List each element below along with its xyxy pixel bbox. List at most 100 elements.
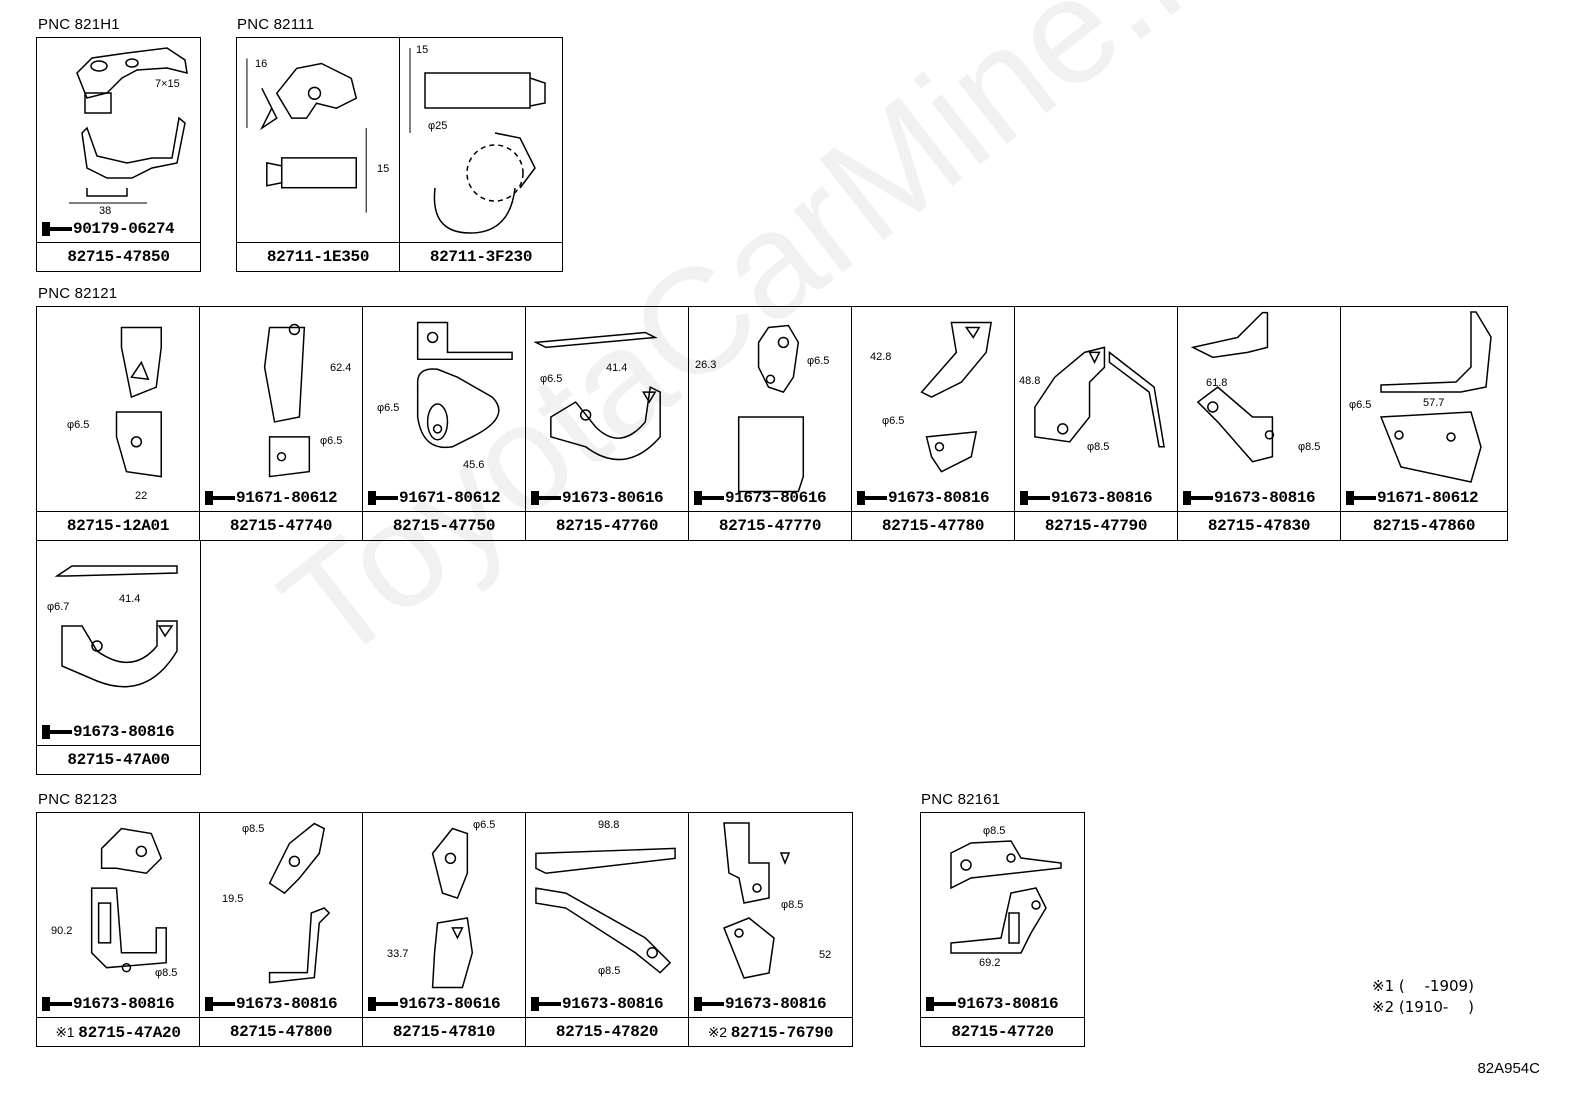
bolt[interactable]: 91673-80816	[204, 993, 338, 1015]
dimension-label: 98.8	[598, 819, 620, 831]
dimension-label: 19.5	[222, 893, 244, 905]
part-illustration	[200, 813, 362, 1018]
part-number[interactable]: 82715-47820	[526, 1017, 688, 1046]
pnc-label: PNC 82161	[921, 791, 1001, 808]
part-cell[interactable]: φ6.5 33.7 91673-80616 82715-47810	[363, 813, 526, 1046]
bolt[interactable]: 91673-80816	[530, 993, 664, 1015]
part-number[interactable]: 82711-1E350	[237, 242, 399, 271]
bolt-icon	[1346, 491, 1376, 505]
bolt[interactable]: 91673-80616	[693, 487, 827, 509]
bolt[interactable]: 91671-80612	[367, 487, 501, 509]
bolt-icon	[42, 222, 72, 236]
part-illustration	[363, 813, 525, 1018]
part-cell[interactable]: φ6.5 45.6 91671-80612 82715-47750	[363, 307, 526, 540]
bolt[interactable]: 91671-80612	[204, 487, 338, 509]
bolt-icon	[368, 997, 398, 1011]
pnc-label: PNC 821H1	[38, 16, 120, 33]
part-cell[interactable]: 42.8 φ6.5 91673-80816 82715-47780	[852, 307, 1015, 540]
part-cell[interactable]: 61.8 φ8.5 91673-80816 82715-47830	[1178, 307, 1341, 540]
part-group: 16 15 82711-1E350 15 φ25 82711-3F230	[236, 37, 563, 272]
bolt[interactable]: 91673-80816	[1019, 487, 1153, 509]
dimension-label: 33.7	[387, 948, 409, 960]
footnote: ※2 (1910- )	[1372, 998, 1474, 1016]
part-cell[interactable]: φ8.5 19.5 91673-80816 82715-47800	[200, 813, 363, 1046]
part-number[interactable]: 82711-3F230	[400, 242, 562, 271]
bolt[interactable]: 91673-80816	[41, 721, 175, 743]
part-number[interactable]: 82715-47720	[921, 1017, 1084, 1046]
part-number[interactable]: 82715-47750	[363, 511, 525, 540]
bolt-icon	[205, 491, 235, 505]
part-cell[interactable]: 16 15 82711-1E350	[237, 38, 400, 271]
part-illustration	[1015, 307, 1177, 512]
bolt-part-number: 91673-80616	[399, 995, 501, 1013]
bolt[interactable]: 91673-80816	[1182, 487, 1316, 509]
part-cell[interactable]: 26.3 φ6.5 91673-80616 82715-47770	[689, 307, 852, 540]
dimension-label: 38	[99, 205, 112, 217]
part-cell[interactable]: φ6.5 41.4 91673-80616 82715-47760	[526, 307, 689, 540]
dimension-label: 26.3	[695, 359, 717, 371]
part-group: φ6.7 41.4 91673-80816 82715-47A00	[36, 540, 201, 775]
part-cell[interactable]: 48.8 φ8.5 91673-80816 82715-47790	[1015, 307, 1178, 540]
part-illustration	[526, 813, 688, 1018]
dimension-label: φ25	[428, 120, 448, 132]
part-number[interactable]: 82715-47860	[1341, 511, 1507, 540]
bolt[interactable]: 91673-80816	[693, 993, 827, 1015]
part-illustration	[37, 813, 199, 1018]
dimension-label: 41.4	[606, 362, 628, 374]
bolt[interactable]: 91671-80612	[1345, 487, 1479, 509]
part-cell[interactable]: φ6.5 57.7 91671-80612 82715-47860	[1341, 307, 1507, 540]
part-cell[interactable]: 98.8 φ8.5 91673-80816 82715-47820	[526, 813, 689, 1046]
pnc-label: PNC 82123	[38, 791, 118, 808]
bolt[interactable]: 90179-06274	[41, 218, 175, 240]
part-number[interactable]: 82715-47850	[37, 242, 200, 271]
dimension-label: 48.8	[1019, 375, 1041, 387]
pnc-label: PNC 82111	[237, 16, 315, 33]
footnote: ※1 ( -1909)	[1372, 977, 1474, 995]
dimension-label: φ6.5	[473, 819, 496, 831]
part-number[interactable]: 82715-47A00	[37, 745, 200, 774]
bolt[interactable]: 91673-80816	[41, 993, 175, 1015]
dimension-label: φ8.5	[155, 967, 178, 979]
dimension-label: φ6.5	[377, 402, 400, 414]
part-number[interactable]: 82715-47780	[852, 511, 1014, 540]
bolt[interactable]: 91673-80816	[925, 993, 1059, 1015]
part-cell[interactable]: 15 φ25 82711-3F230	[400, 38, 562, 271]
part-number[interactable]: 82715-47740	[200, 511, 362, 540]
bolt-icon	[1020, 491, 1050, 505]
part-number[interactable]: 82715-47770	[689, 511, 851, 540]
bolt-part-number: 91673-80816	[1051, 489, 1153, 507]
dimension-label: 42.8	[870, 351, 892, 363]
part-number[interactable]: 82715-47790	[1015, 511, 1177, 540]
bolt[interactable]: 91673-80816	[856, 487, 990, 509]
part-number[interactable]: 82715-12A01	[37, 511, 199, 540]
part-illustration	[200, 307, 362, 512]
part-illustration	[1341, 307, 1507, 512]
bolt[interactable]: 91673-80616	[530, 487, 664, 509]
bolt-icon	[368, 491, 398, 505]
bolt-icon	[531, 997, 561, 1011]
part-cell[interactable]: φ6.7 41.4 91673-80816 82715-47A00	[37, 541, 200, 774]
bolt-part-number: 91673-80816	[1214, 489, 1316, 507]
part-illustration	[400, 38, 562, 243]
part-number[interactable]: 82715-47800	[200, 1017, 362, 1046]
dimension-label: 52	[819, 949, 832, 961]
dimension-label: φ6.5	[320, 435, 343, 447]
part-cell[interactable]: 7×15 38 90179-06274 82715-47850	[37, 38, 200, 271]
dimension-label: 7×15	[155, 78, 180, 90]
bolt-icon	[926, 997, 956, 1011]
dimension-label: φ8.5	[983, 825, 1006, 837]
bolt-part-number: 91673-80616	[562, 489, 664, 507]
part-number[interactable]: 82715-47810	[363, 1017, 525, 1046]
part-number[interactable]: 82715-47760	[526, 511, 688, 540]
part-cell[interactable]: φ8.5 69.2 91673-80816 82715-47720	[921, 813, 1084, 1046]
part-cell[interactable]: 62.4 φ6.5 91671-80612 82715-47740	[200, 307, 363, 540]
part-illustration	[1178, 307, 1340, 512]
bolt-part-number: 91673-80816	[957, 995, 1059, 1013]
part-cell[interactable]: φ6.5 22 82715-12A01	[37, 307, 200, 540]
bolt[interactable]: 91673-80616	[367, 993, 501, 1015]
part-number[interactable]: 82715-47830	[1178, 511, 1340, 540]
